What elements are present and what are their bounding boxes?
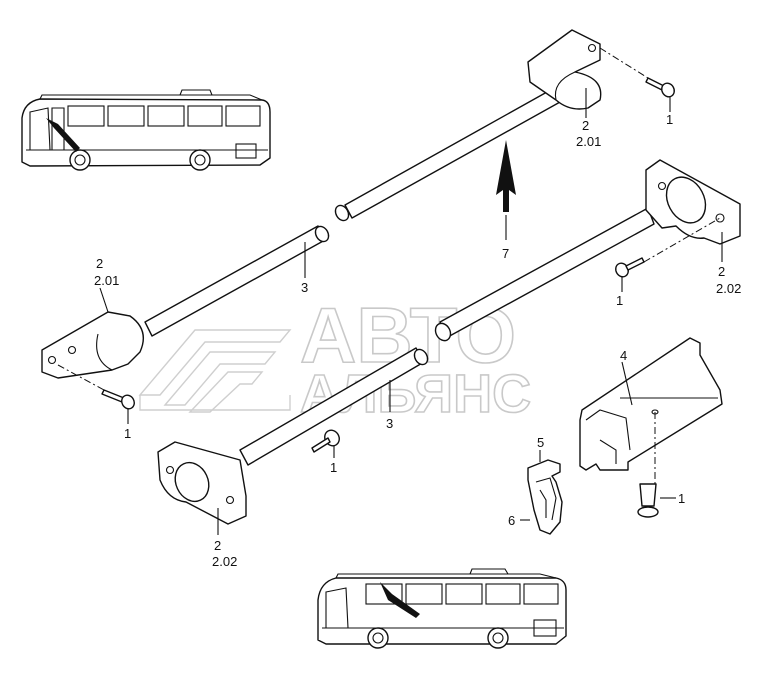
watermark-logo-icon: [138, 329, 292, 413]
screw-rail: [637, 483, 659, 518]
label-lower-screw: 1: [330, 460, 337, 475]
screw-right: [615, 257, 645, 278]
bus-top-illustration: [21, 89, 271, 171]
label-clip-bottom: 6: [508, 513, 515, 528]
label-right-bracket-num: 2: [718, 264, 725, 279]
screw-top: [645, 77, 675, 98]
top-bracket: [527, 29, 602, 110]
label-right-screw: 1: [616, 293, 623, 308]
label-rail: 4: [620, 348, 627, 363]
label-tube-left-lower: 3: [386, 416, 393, 431]
lower-tube-assembly: [157, 347, 429, 525]
direction-arrow-icon: [496, 140, 516, 212]
label-rail-screw: 1: [678, 491, 685, 506]
label-right-bracket-sub: 2.02: [716, 281, 741, 296]
leader-lines: [99, 88, 723, 535]
label-tube-left-upper: 3: [301, 280, 308, 295]
label-bottom-bracket-num: 2: [214, 538, 221, 553]
clip-part: [527, 459, 563, 535]
label-left-bracket-num: 2: [96, 256, 103, 271]
upper-rail-tube: [144, 77, 579, 337]
label-clip-top: 5: [537, 435, 544, 450]
label-arrow: 7: [502, 246, 509, 261]
bus-bottom-pointer-icon: [380, 582, 420, 618]
alignment-lines: [57, 47, 721, 484]
label-left-bracket-sub: 2.01: [94, 273, 119, 288]
left-upper-bracket: [41, 311, 144, 379]
rail-profile: [579, 337, 723, 471]
label-left-screw: 1: [124, 426, 131, 441]
label-top-bracket-sub: 2.01: [576, 134, 601, 149]
bus-bottom-illustration: [317, 568, 567, 649]
screw-left: [101, 389, 135, 410]
bus-top-pointer-icon: [46, 118, 80, 152]
screw-lower: [311, 429, 340, 453]
label-bottom-bracket-sub: 2.02: [212, 554, 237, 569]
label-top-bracket-num: 2: [582, 118, 589, 133]
right-tube-assembly: [434, 159, 741, 342]
label-top-screw: 1: [666, 112, 673, 127]
callout-labels: 1 2 2.01 7 2 2.01 3 1 2 2.02 1 4 3 1 5 6…: [94, 112, 741, 569]
